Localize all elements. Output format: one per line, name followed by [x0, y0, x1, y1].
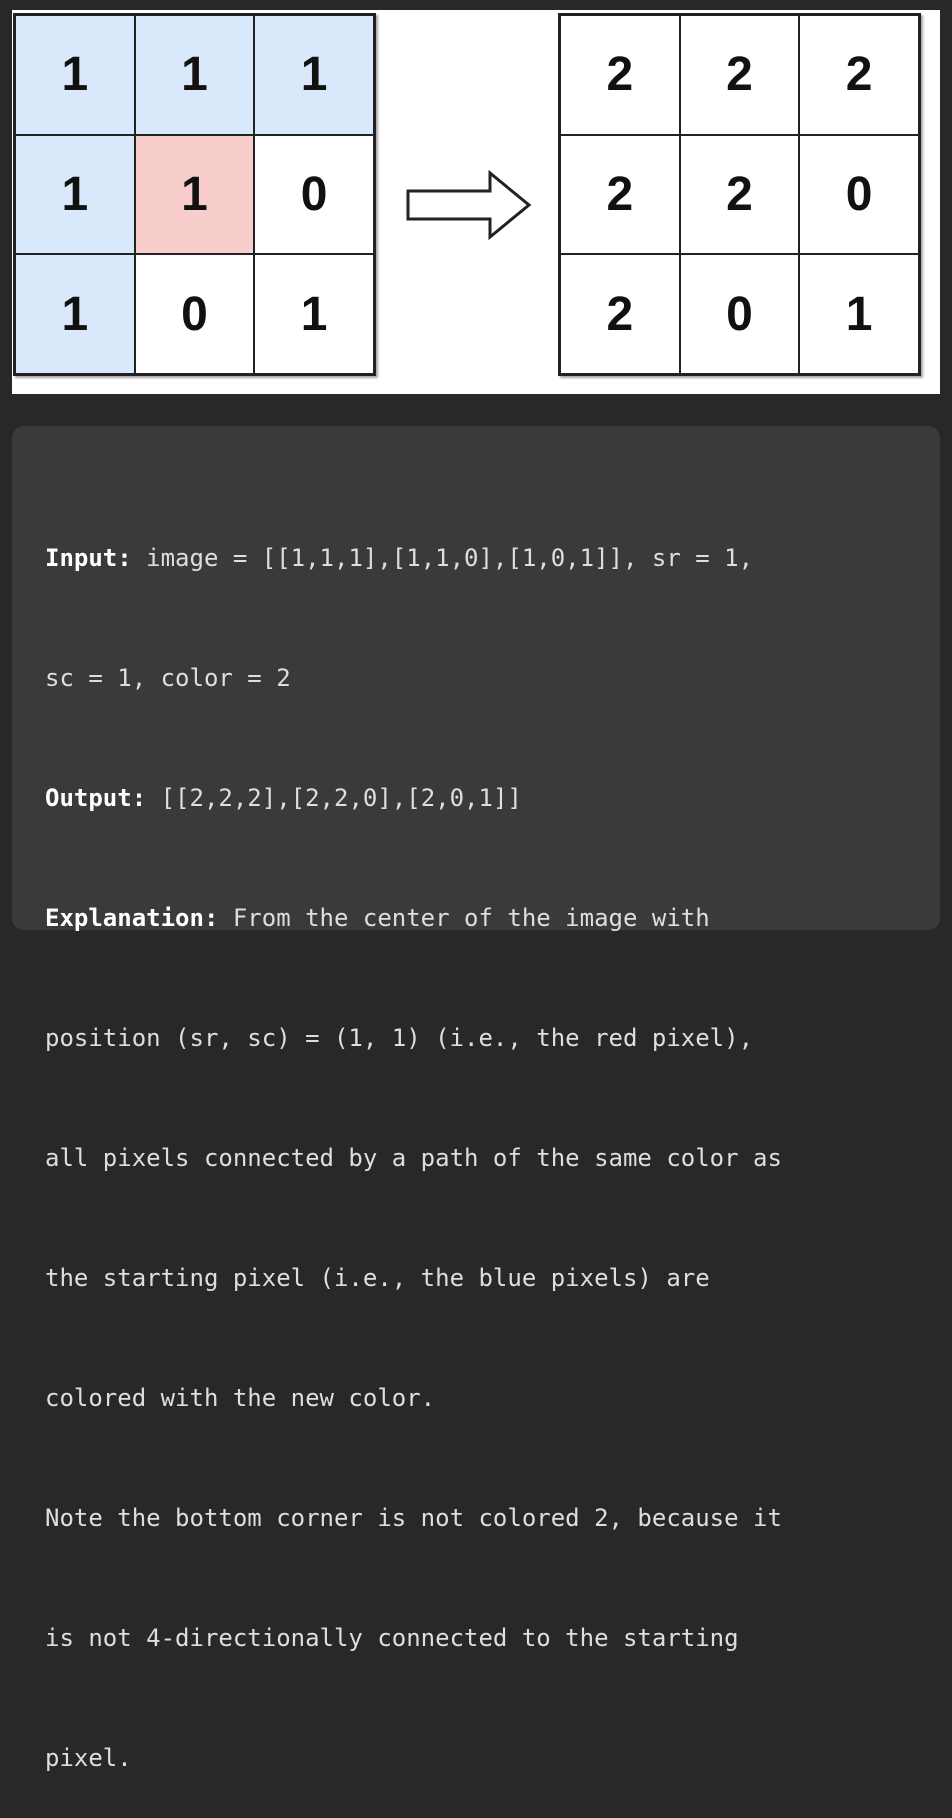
output-cell: 0	[800, 135, 918, 254]
example-figure: 1 1 1 1 1 0 1 0 1 2 2 2 2 2 0 2 0 1	[12, 10, 940, 394]
explanation-line: Explanation: From the center of the imag…	[45, 898, 908, 938]
input-label: Input:	[45, 544, 132, 572]
input-value-continued: sc = 1, color = 2	[45, 664, 291, 692]
input-cell: 0	[135, 255, 254, 373]
explanation-text: pixel.	[45, 1744, 132, 1772]
input-grid: 1 1 1 1 1 0 1 0 1	[13, 13, 376, 376]
input-cell: 1	[135, 16, 254, 134]
explanation-text: all pixels connected by a path of the sa…	[45, 1144, 782, 1172]
output-cell: 2	[680, 16, 799, 134]
right-arrow-icon	[405, 169, 535, 241]
input-value: image = [[1,1,1],[1,1,0],[1,0,1]], sr = …	[131, 544, 754, 572]
input-cell: 1	[16, 135, 134, 254]
explanation-text: is not 4-directionally connected to the …	[45, 1624, 739, 1652]
output-line: Output: [[2,2,2],[2,2,0],[2,0,1]]	[45, 778, 908, 818]
input-cell: 1	[255, 255, 373, 373]
explanation-text: the starting pixel (i.e., the blue pixel…	[45, 1264, 710, 1292]
explanation-text: From the center of the image with	[218, 904, 710, 932]
input-cell: 0	[255, 135, 373, 254]
output-cell: 1	[800, 255, 918, 373]
output-cell: 2	[561, 255, 679, 373]
input-cell: 1	[255, 16, 373, 134]
output-grid: 2 2 2 2 2 0 2 0 1	[558, 13, 921, 376]
input-line-continued: sc = 1, color = 2	[45, 658, 908, 698]
output-label: Output:	[45, 784, 147, 812]
explanation-text: colored with the new color.	[45, 1384, 436, 1412]
output-cell: 2	[561, 16, 679, 134]
output-cell: 2	[561, 135, 679, 254]
example-code-block: Input: image = [[1,1,1],[1,1,0],[1,0,1]]…	[12, 426, 940, 1772]
output-cell: 2	[680, 135, 799, 254]
input-line: Input: image = [[1,1,1],[1,1,0],[1,0,1]]…	[45, 538, 908, 578]
explanation-text: Note the bottom corner is not colored 2,…	[45, 1504, 782, 1532]
explanation-text: position (sr, sc) = (1, 1) (i.e., the re…	[45, 1024, 754, 1052]
output-cell: 2	[800, 16, 918, 134]
input-cell: 1	[16, 255, 134, 373]
explanation-label: Explanation:	[45, 904, 219, 932]
output-cell: 0	[680, 255, 799, 373]
input-cell-start: 1	[135, 135, 254, 254]
output-value: [[2,2,2],[2,2,0],[2,0,1]]	[146, 784, 522, 812]
input-cell: 1	[16, 16, 134, 134]
